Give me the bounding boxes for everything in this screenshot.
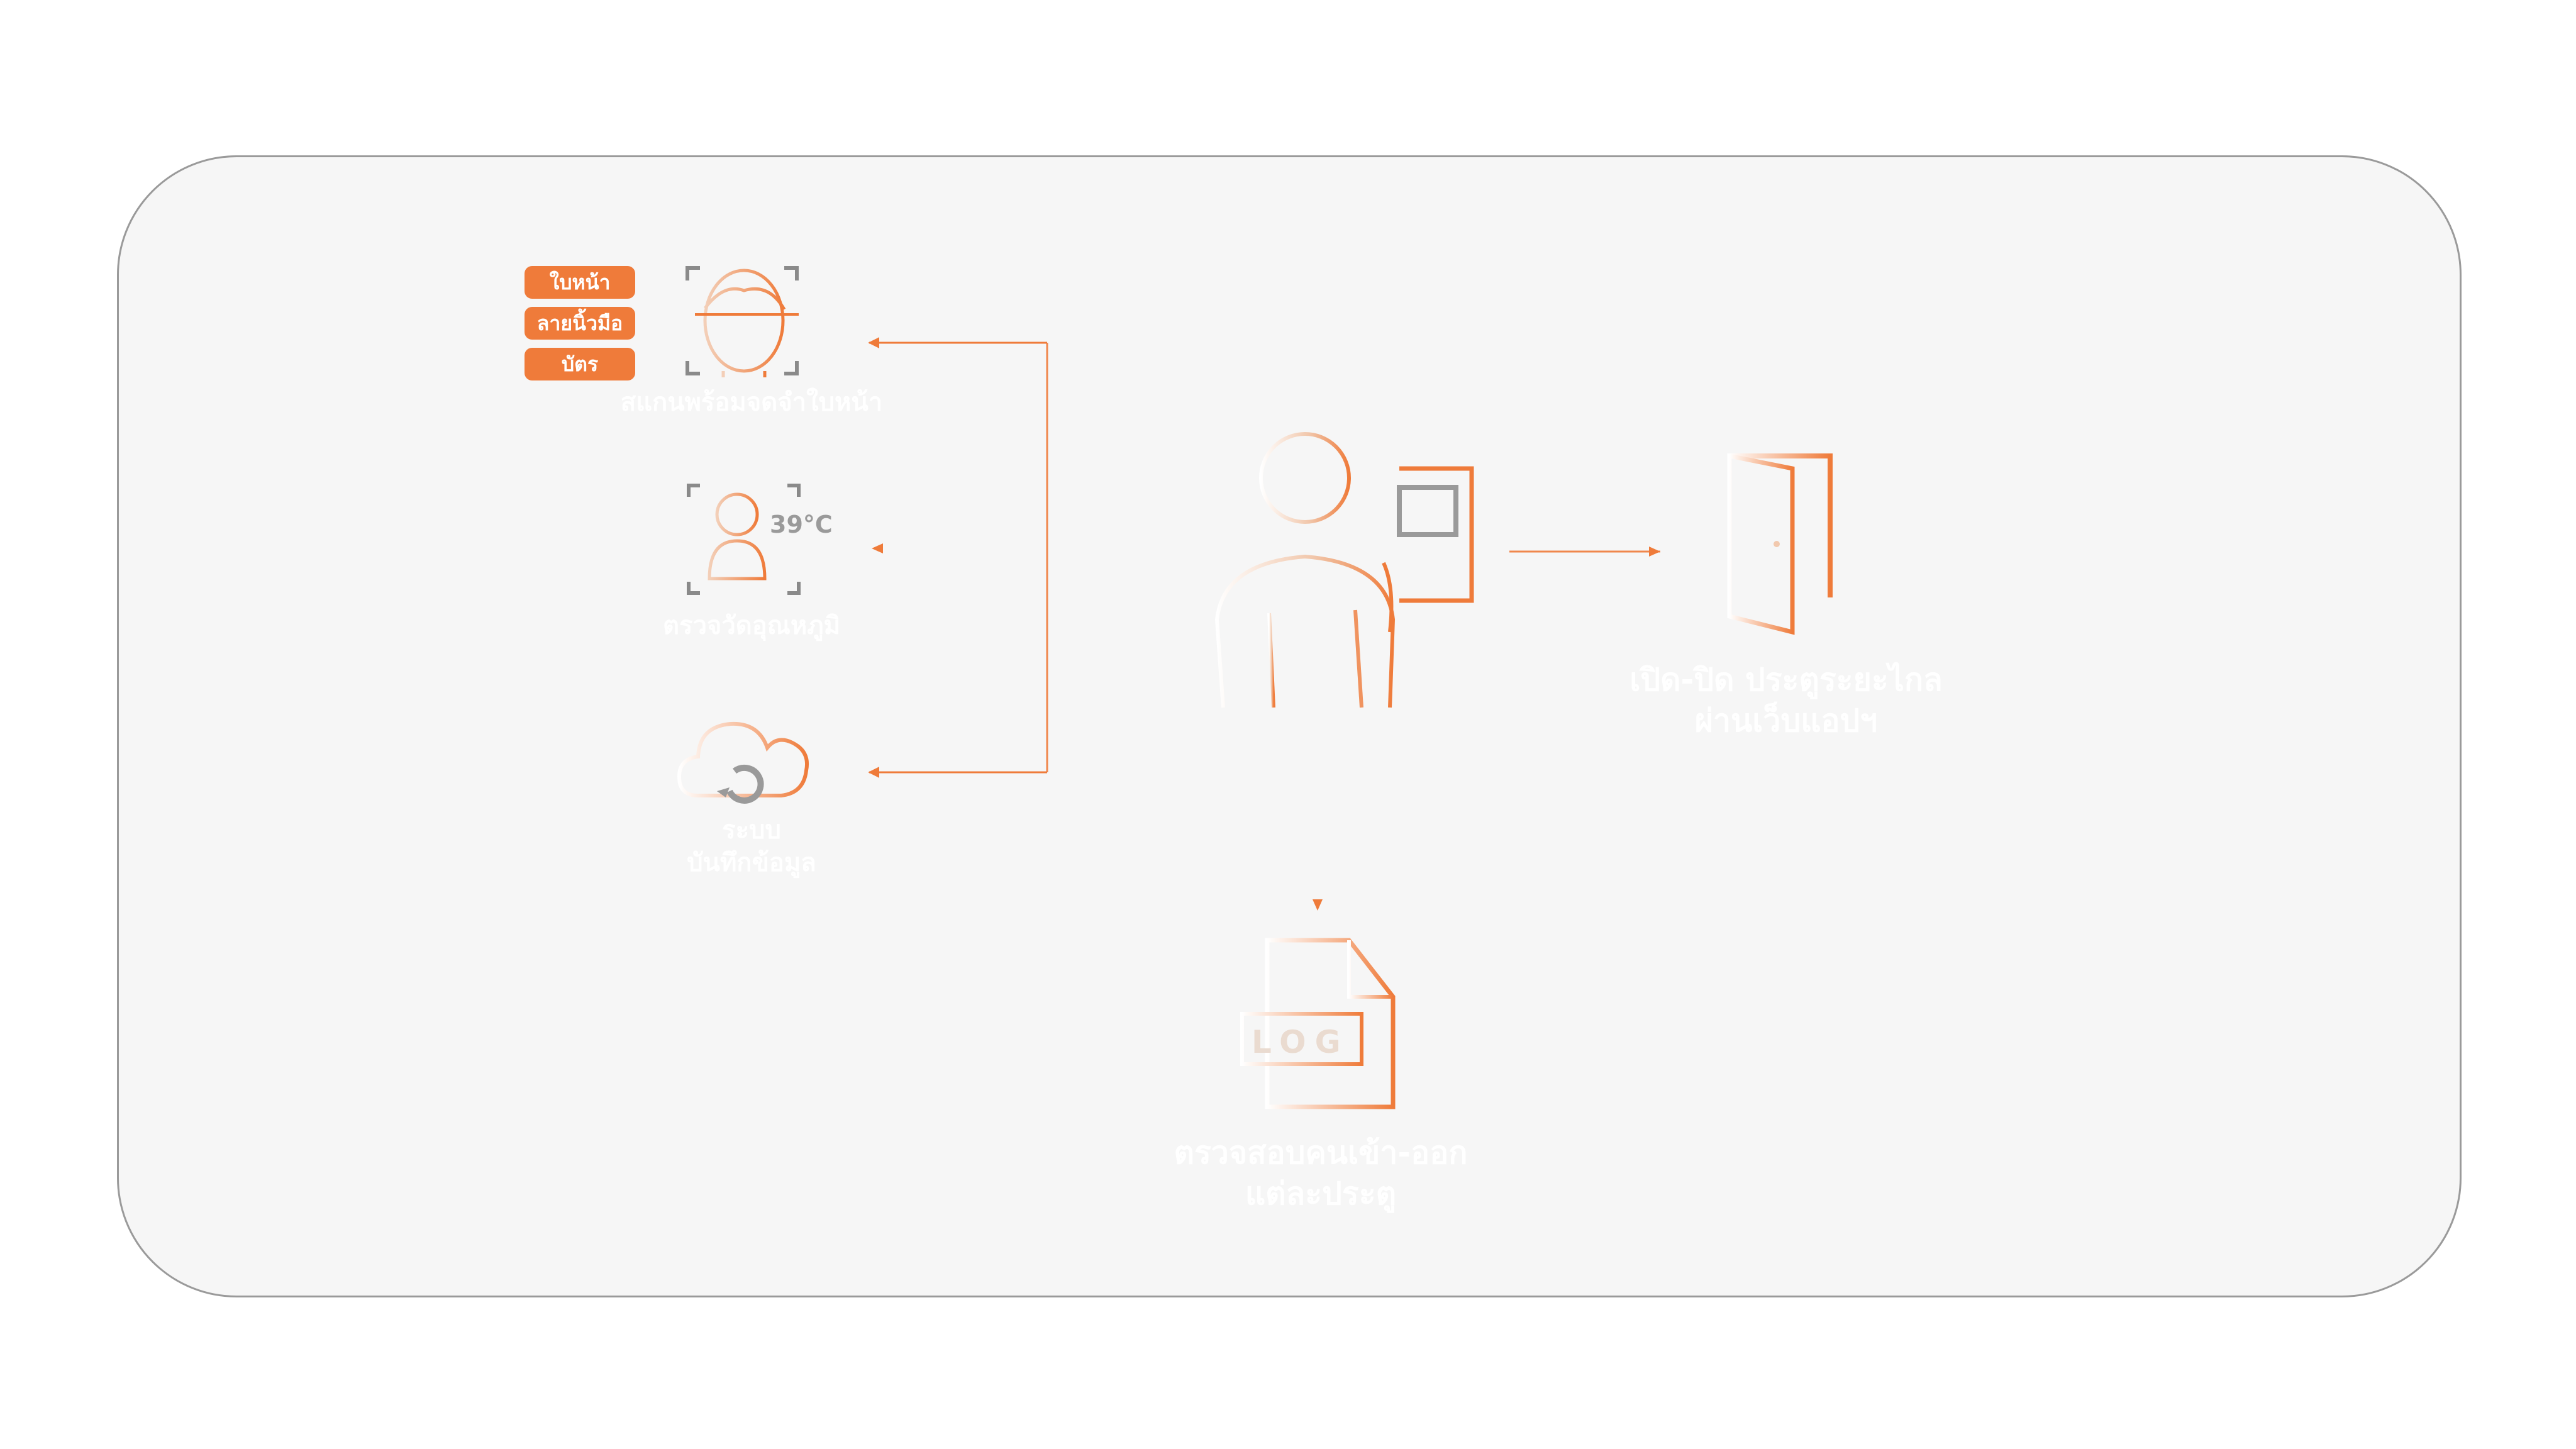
arrow-head-door xyxy=(1649,547,1660,557)
badge-fingerprint: ลายนิ้วมือ xyxy=(525,307,635,340)
door-open-icon xyxy=(1692,453,1877,635)
badge-card: บัตร xyxy=(525,348,635,380)
caption-face-scan: สแกนพร้อมจดจำใบหน้า xyxy=(620,388,883,417)
caption-door-line1: เปิด-ปิด ประตูระยะไกล xyxy=(1629,662,1943,698)
log-file-icon xyxy=(1240,938,1396,1109)
cloud-sync-icon xyxy=(677,721,809,804)
badge-face: ใบหน้า xyxy=(525,266,635,299)
caption-log-line2: แต่ละประตู xyxy=(1245,1175,1397,1212)
arrow-head-log xyxy=(1313,899,1323,911)
face-scan-icon xyxy=(686,266,799,377)
log-icon-text: LOG xyxy=(1252,1024,1350,1060)
arrow-head-temperature xyxy=(872,543,883,553)
person-with-terminal-icon xyxy=(1214,387,1474,714)
temperature-reading: 39°C xyxy=(770,511,833,538)
caption-log-line1: ตรวจสอบคนเข้า-ออก xyxy=(1174,1135,1468,1171)
connector-lines xyxy=(868,337,1660,911)
caption-temperature: ตรวจวัดอุณหภูมิ xyxy=(662,611,841,640)
caption-door-line2: ผ่านเว็บแอปฯ xyxy=(1694,702,1878,739)
caption-cloud-line2: บันทึกข้อมูล xyxy=(687,848,816,877)
caption-cloud-line1: ระบบ xyxy=(722,816,781,845)
temperature-person-icon xyxy=(687,484,801,595)
